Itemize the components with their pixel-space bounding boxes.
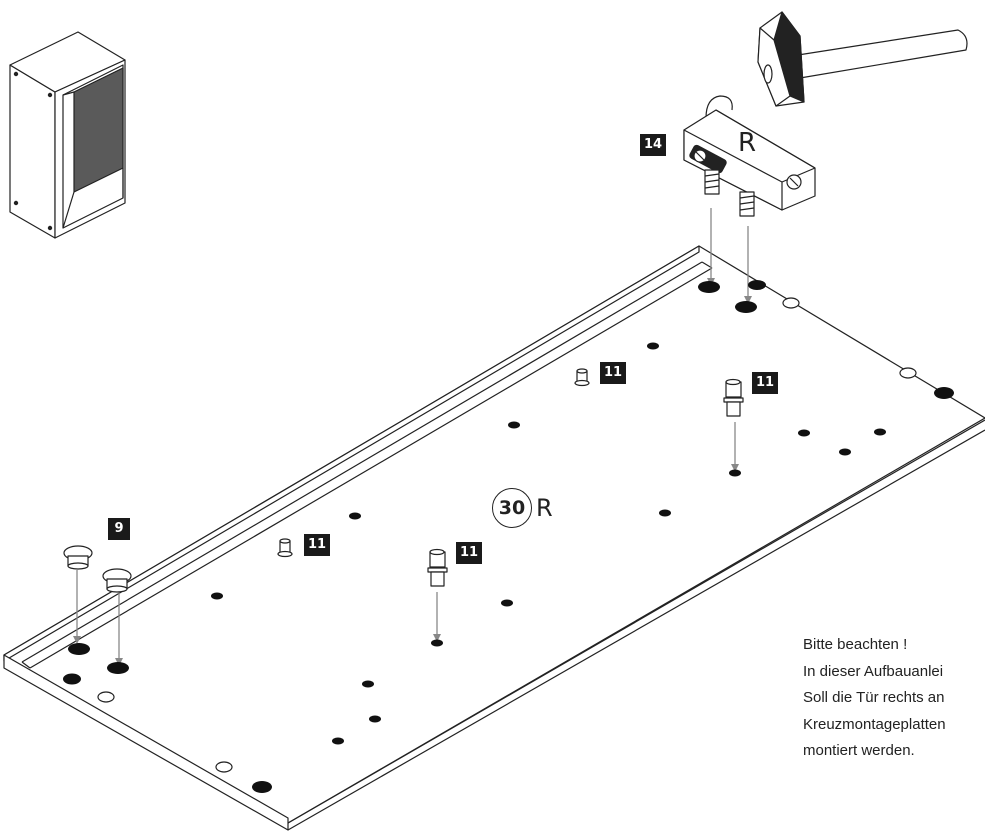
- hammer-icon: [757, 11, 968, 107]
- part-tag-pin-c: 11: [304, 534, 330, 556]
- panel-label: 30 R: [492, 488, 553, 528]
- open-holes: [97, 297, 917, 773]
- dowel-pins: [277, 368, 744, 587]
- part-tag-14: 14: [640, 134, 666, 156]
- cabinet-overview-icon: [9, 31, 126, 239]
- drill-holes: [63, 280, 954, 793]
- panel-side: R: [536, 494, 553, 522]
- part-tag-pin-a: 11: [600, 362, 626, 384]
- cover-caps: [63, 545, 132, 593]
- part-tag-pin-d: 11: [456, 542, 482, 564]
- note-line-5: montiert werden.: [803, 742, 915, 759]
- assembly-note: Bitte beachten ! In dieser Aufbauanlei S…: [803, 632, 985, 765]
- part-tag-pin-b: 11: [752, 372, 778, 394]
- clamp-side-label: R: [738, 128, 757, 158]
- insertion-arrows: [76, 208, 749, 660]
- note-line-1: Bitte beachten !: [803, 636, 908, 653]
- panel-number: 30: [492, 488, 532, 528]
- note-line-3: Soll die Tür rechts an: [803, 689, 945, 706]
- cross-mounting-plate-clamp: [683, 95, 816, 217]
- note-line-4: Kreuzmontageplatten: [803, 715, 946, 733]
- part-tag-cap: 9: [108, 518, 130, 540]
- note-line-2: In dieser Aufbauanlei: [803, 662, 944, 680]
